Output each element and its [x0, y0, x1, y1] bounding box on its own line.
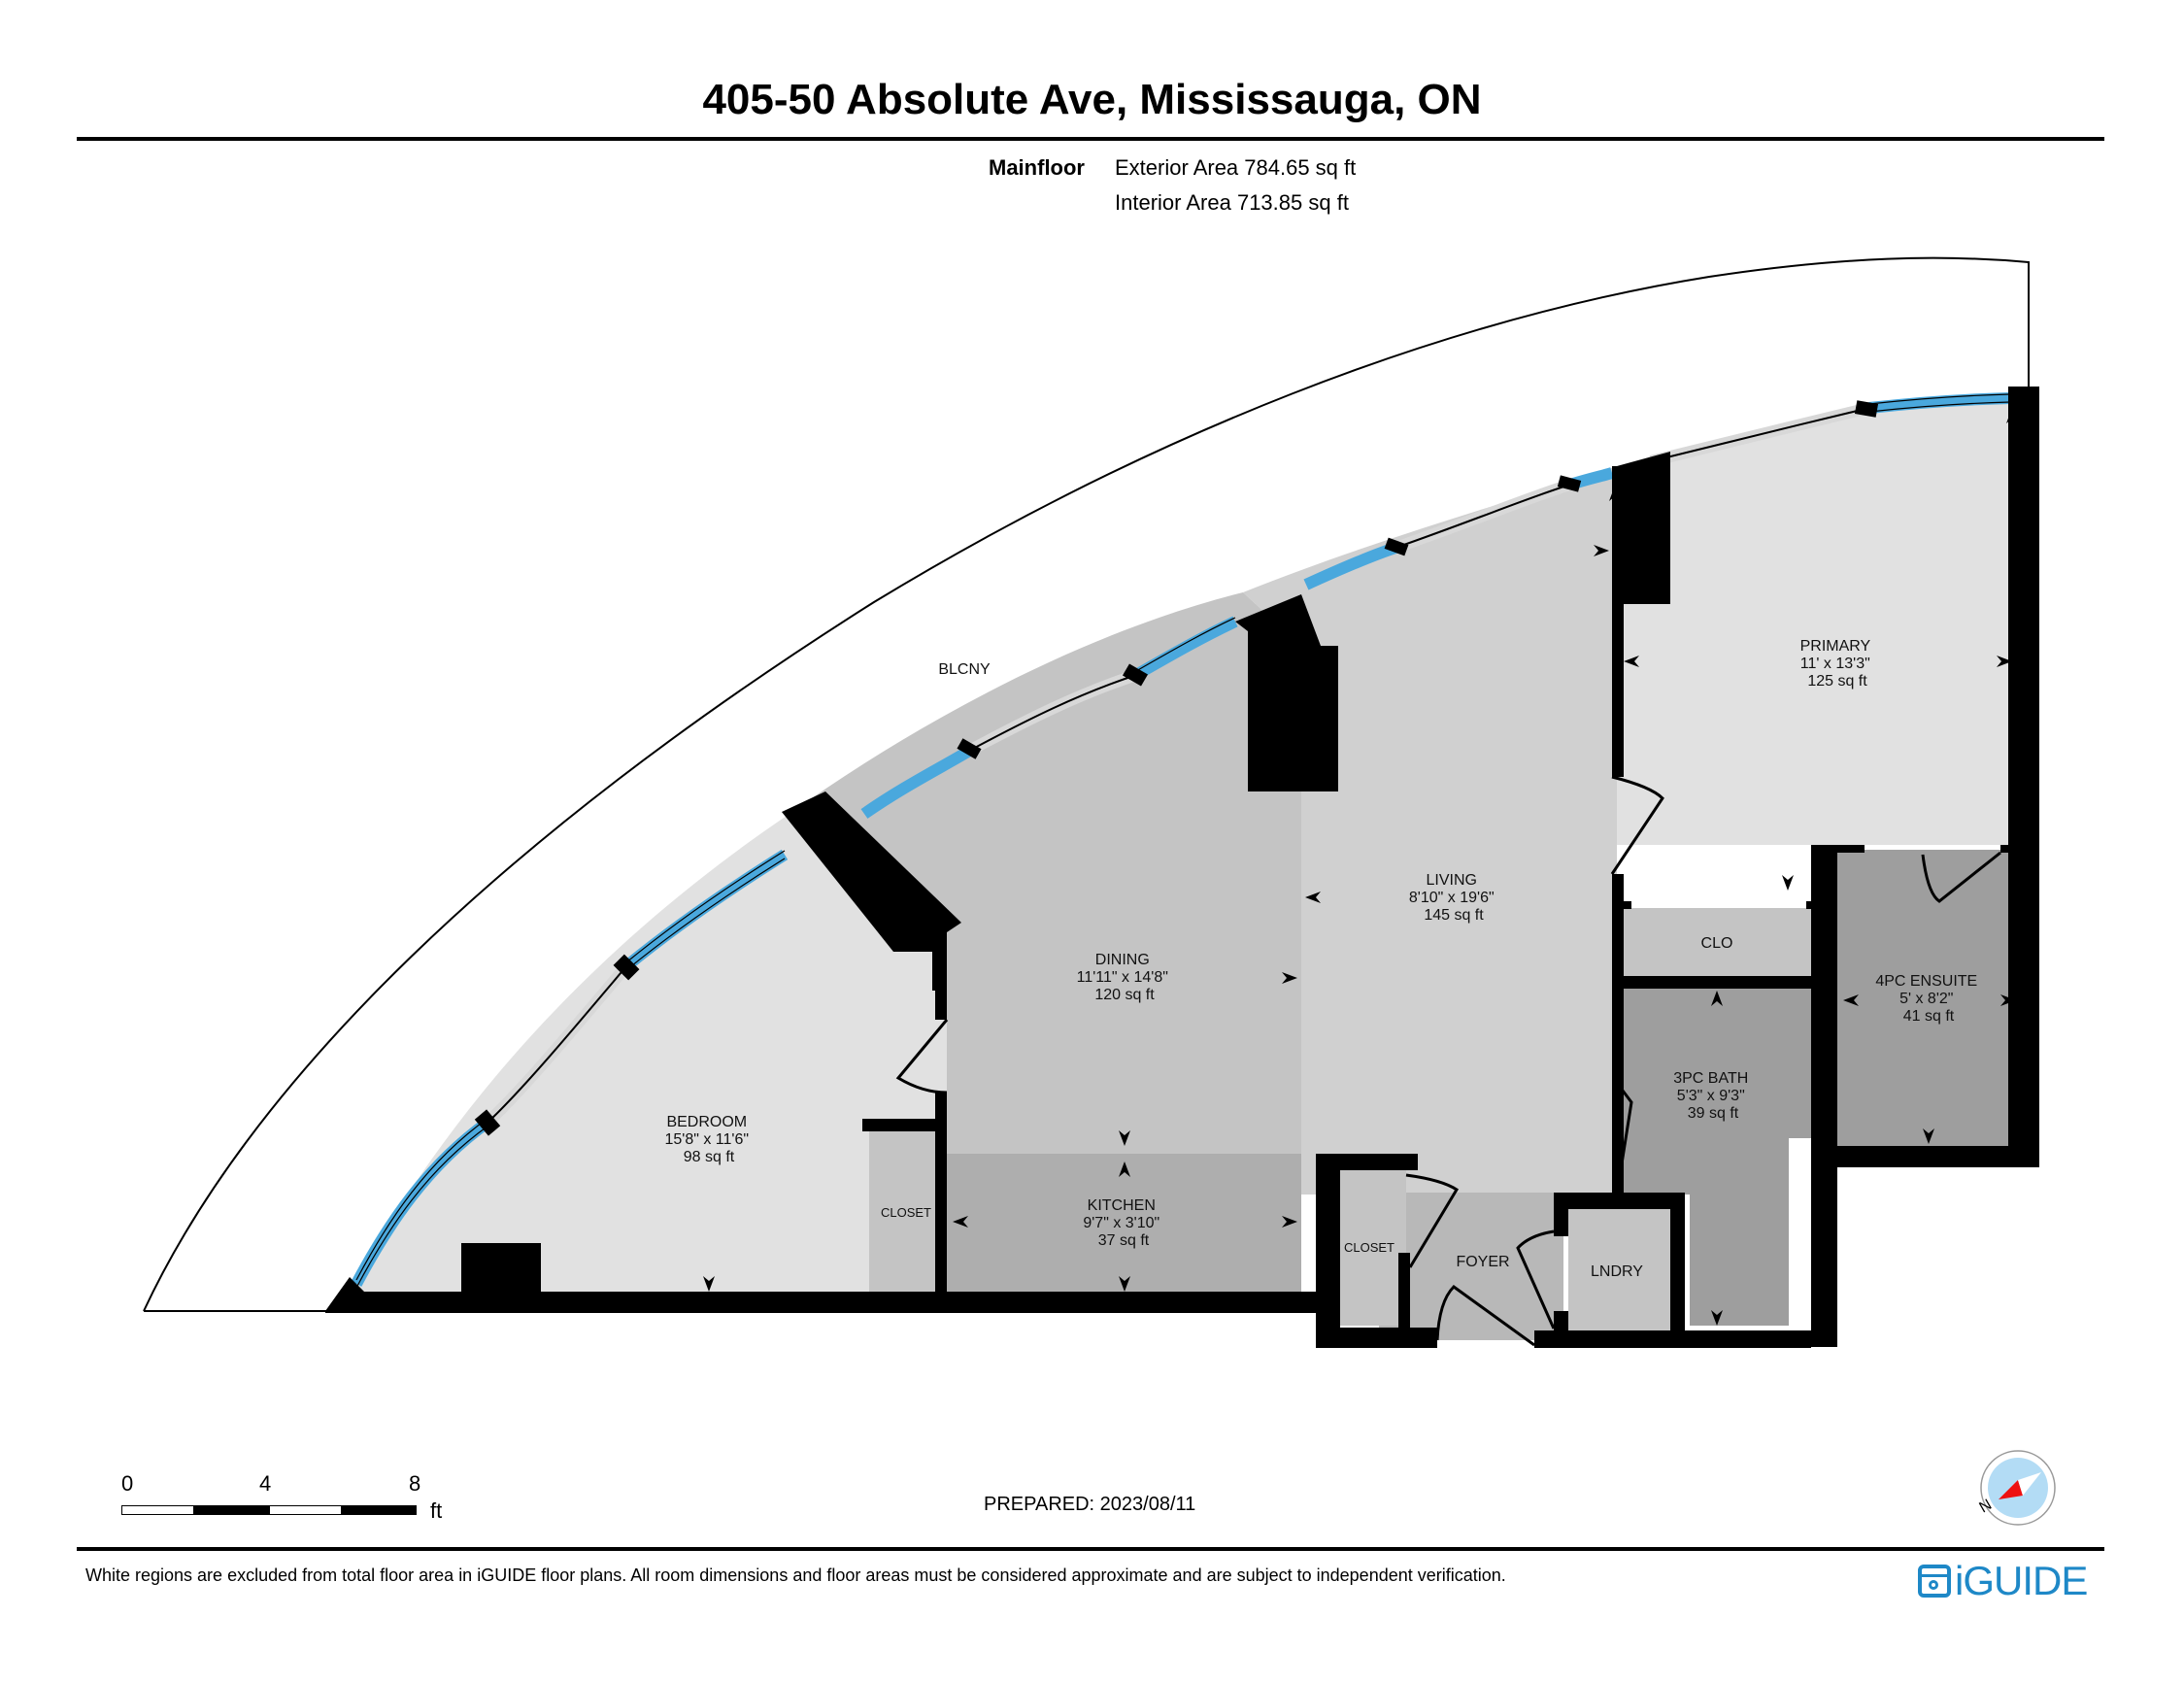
- dimension-arrows: [703, 408, 2018, 1326]
- interior-area: Interior Area 713.85 sq ft: [1115, 190, 1349, 215]
- room-bedroom: [350, 816, 947, 1292]
- room-closet-bedroom: [869, 1131, 942, 1292]
- footer-divider: [77, 1547, 2104, 1551]
- compass-icon: N: [1977, 1450, 2056, 1526]
- room-label-bedroom: BEDROOM 15'8" x 11'6" 98 sq ft: [664, 1114, 753, 1165]
- room-label-primary: PRIMARY 11' x 13'3" 125 sq ft: [1800, 638, 1875, 690]
- room-label-foyer: FOYER: [1456, 1254, 1509, 1270]
- brand-name: iGUIDE: [1955, 1558, 2088, 1603]
- header-divider: [77, 137, 2104, 141]
- room-closet-entry: [1338, 1170, 1406, 1326]
- scale-segment: [342, 1505, 417, 1515]
- room-label-kitchen: KITCHEN 9'7" x 3'10" 37 sq ft: [1083, 1197, 1163, 1249]
- exterior-area: Exterior Area 784.65 sq ft: [1115, 155, 1357, 180]
- room-label-dining: DINING 11'11" x 14'8" 120 sq ft: [1077, 952, 1173, 1003]
- room-clo: [1624, 908, 1813, 976]
- room-3pc-bath: [1617, 989, 1811, 1326]
- balcony-outline: [143, 256, 2030, 1312]
- room-label-closet-bedroom: CLOSET: [881, 1205, 931, 1220]
- room-label-laundry: LNDRY: [1591, 1263, 1643, 1280]
- scale-segment: [269, 1505, 342, 1515]
- room-kitchen: [947, 1154, 1301, 1292]
- room-label-closet-entry: CLOSET: [1344, 1240, 1394, 1255]
- room-label-4pc-ensuite: 4PC ENSUITE 5' x 8'2" 41 sq ft: [1875, 973, 1981, 1025]
- doors: [895, 775, 2001, 1347]
- floor-name: Mainfloor: [989, 155, 1085, 180]
- room-label-balcony: BLCNY: [938, 661, 991, 678]
- iguide-logo: iGUIDE: [1918, 1558, 2088, 1604]
- scale-segment: [194, 1505, 269, 1515]
- walls: [325, 387, 2039, 1348]
- scale-tick-4: 4: [259, 1471, 272, 1496]
- prepared-date: PREPARED: 2023/08/11: [984, 1494, 1196, 1515]
- room-laundry: [1568, 1209, 1670, 1330]
- scale-tick-0: 0: [121, 1471, 134, 1496]
- iguide-camera-icon: [1918, 1565, 1951, 1598]
- scale-segment: [121, 1505, 194, 1515]
- room-dining: [787, 592, 1301, 1156]
- scale-unit: ft: [430, 1498, 443, 1523]
- room-primary: [1617, 398, 2020, 845]
- page-title: 405-50 Absolute Ave, Mississauga, ON: [702, 76, 1482, 123]
- room-label-3pc-bath: 3PC BATH 5'3" x 9'3" 39 sq ft: [1673, 1070, 1753, 1122]
- room-label-living: LIVING 8'10" x 19'6" 145 sq ft: [1409, 872, 1498, 924]
- scale-tick-8: 8: [409, 1471, 421, 1496]
- disclaimer-text: White regions are excluded from total fl…: [85, 1565, 1506, 1585]
- room-label-clo: CLO: [1701, 935, 1733, 952]
- room-4pc-ensuite: [1837, 850, 2020, 1146]
